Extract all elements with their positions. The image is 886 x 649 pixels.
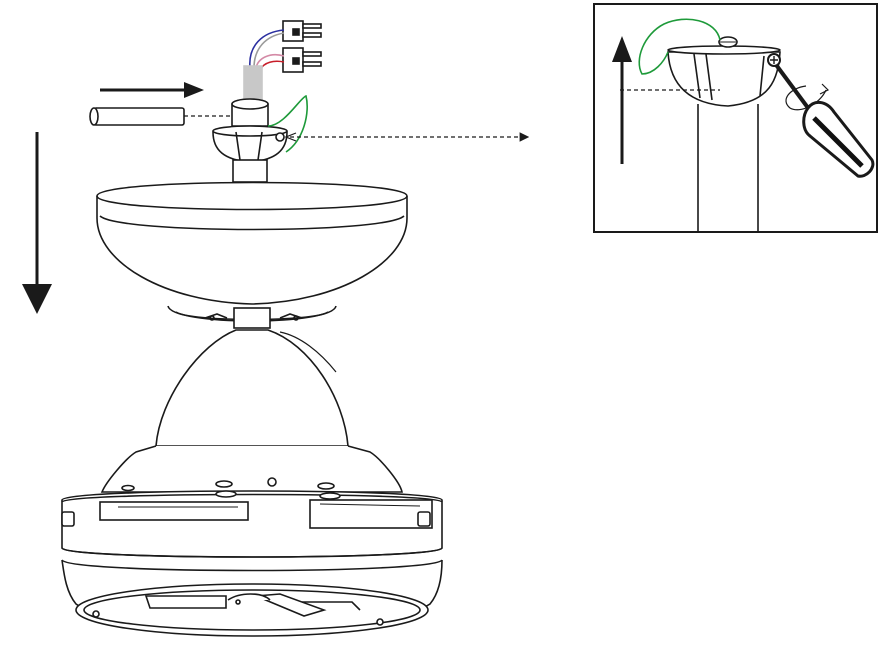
detail-rotation-arrow [785, 85, 827, 111]
detail-screwdriver [767, 53, 875, 178]
wires [249, 29, 285, 71]
ground-wire [267, 94, 308, 153]
fan-motor-body [61, 477, 443, 637]
detail-view [593, 3, 878, 233]
main-view [22, 20, 530, 637]
motor-housing [100, 329, 403, 493]
pin [89, 107, 185, 126]
set-screw [275, 132, 285, 142]
detail-ground-wire [638, 18, 721, 75]
canopy [96, 181, 408, 329]
connector-plugs [282, 20, 322, 73]
downrod-lower [232, 159, 268, 183]
